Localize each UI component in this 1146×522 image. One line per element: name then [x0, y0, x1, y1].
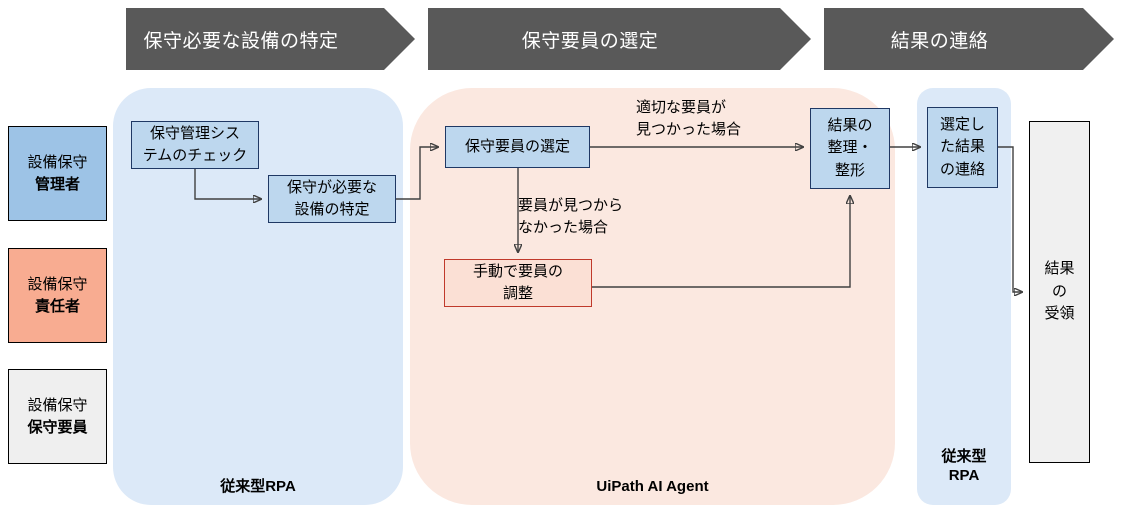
- panel-label-uipath-ai-agent: UiPath AI Agent: [596, 478, 709, 495]
- phase-banner-select-staff: 保守要員の選定: [428, 8, 811, 70]
- role-box-supervisor: 設備保守 責任者: [8, 248, 107, 343]
- process-box-label: 保守要員の選定: [464, 137, 570, 155]
- process-box-organize-results[interactable]: 結果の 整理・ 整形: [810, 108, 890, 189]
- process-box-receive-results[interactable]: 結果 の 受領: [1029, 121, 1090, 463]
- phase-banner-identify-equipment: 保守必要な設備の特定: [126, 8, 415, 70]
- phase-banner-label: 保守必要な設備の特定: [143, 30, 339, 52]
- role-label-line2: 保守要員: [27, 418, 88, 436]
- process-box-manual-adjust[interactable]: 手動で要員の 調整: [444, 259, 592, 307]
- process-box-select-staff[interactable]: 保守要員の選定: [445, 126, 590, 168]
- edge-label-staff-not-found: 要員が見つから なかった場合: [518, 197, 624, 236]
- process-box-label: 手動で要員の 調整: [472, 262, 563, 303]
- phase-banner-label: 保守要員の選定: [521, 30, 659, 52]
- process-box-label: 選定し た結果 の連絡: [939, 115, 985, 178]
- role-label-line2: 管理者: [34, 175, 80, 193]
- role-label-line1: 設備保守: [27, 275, 88, 293]
- panel-label-legacy-rpa-left: 従来型RPA: [220, 478, 296, 495]
- process-box-label: 保守管理シス テムのチェック: [142, 124, 248, 165]
- process-box-label: 結果 の 受領: [1044, 260, 1075, 323]
- panel-label-legacy-rpa-right: 従来型 RPA: [941, 448, 987, 484]
- role-box-maintenance-staff: 設備保守 保守要員: [8, 369, 107, 464]
- role-label-line2: 責任者: [34, 297, 80, 315]
- process-box-identify-equipment[interactable]: 保守が必要な 設備の特定: [268, 175, 396, 223]
- process-box-label: 保守が必要な 設備の特定: [286, 178, 377, 219]
- process-box-check-maintenance-system[interactable]: 保守管理シス テムのチェック: [131, 121, 259, 169]
- edge-label-staff-found: 適切な要員が 見つかった場合: [636, 99, 742, 138]
- role-label-line1: 設備保守: [27, 396, 88, 414]
- process-box-notify-results[interactable]: 選定し た結果 の連絡: [927, 107, 998, 188]
- role-box-manager: 設備保守 管理者: [8, 126, 107, 221]
- process-box-label: 結果の 整理・ 整形: [827, 116, 873, 179]
- phase-banner-label: 結果の連絡: [890, 30, 989, 52]
- role-label-line1: 設備保守: [27, 153, 88, 171]
- phase-banner-notify-results: 結果の連絡: [824, 8, 1114, 70]
